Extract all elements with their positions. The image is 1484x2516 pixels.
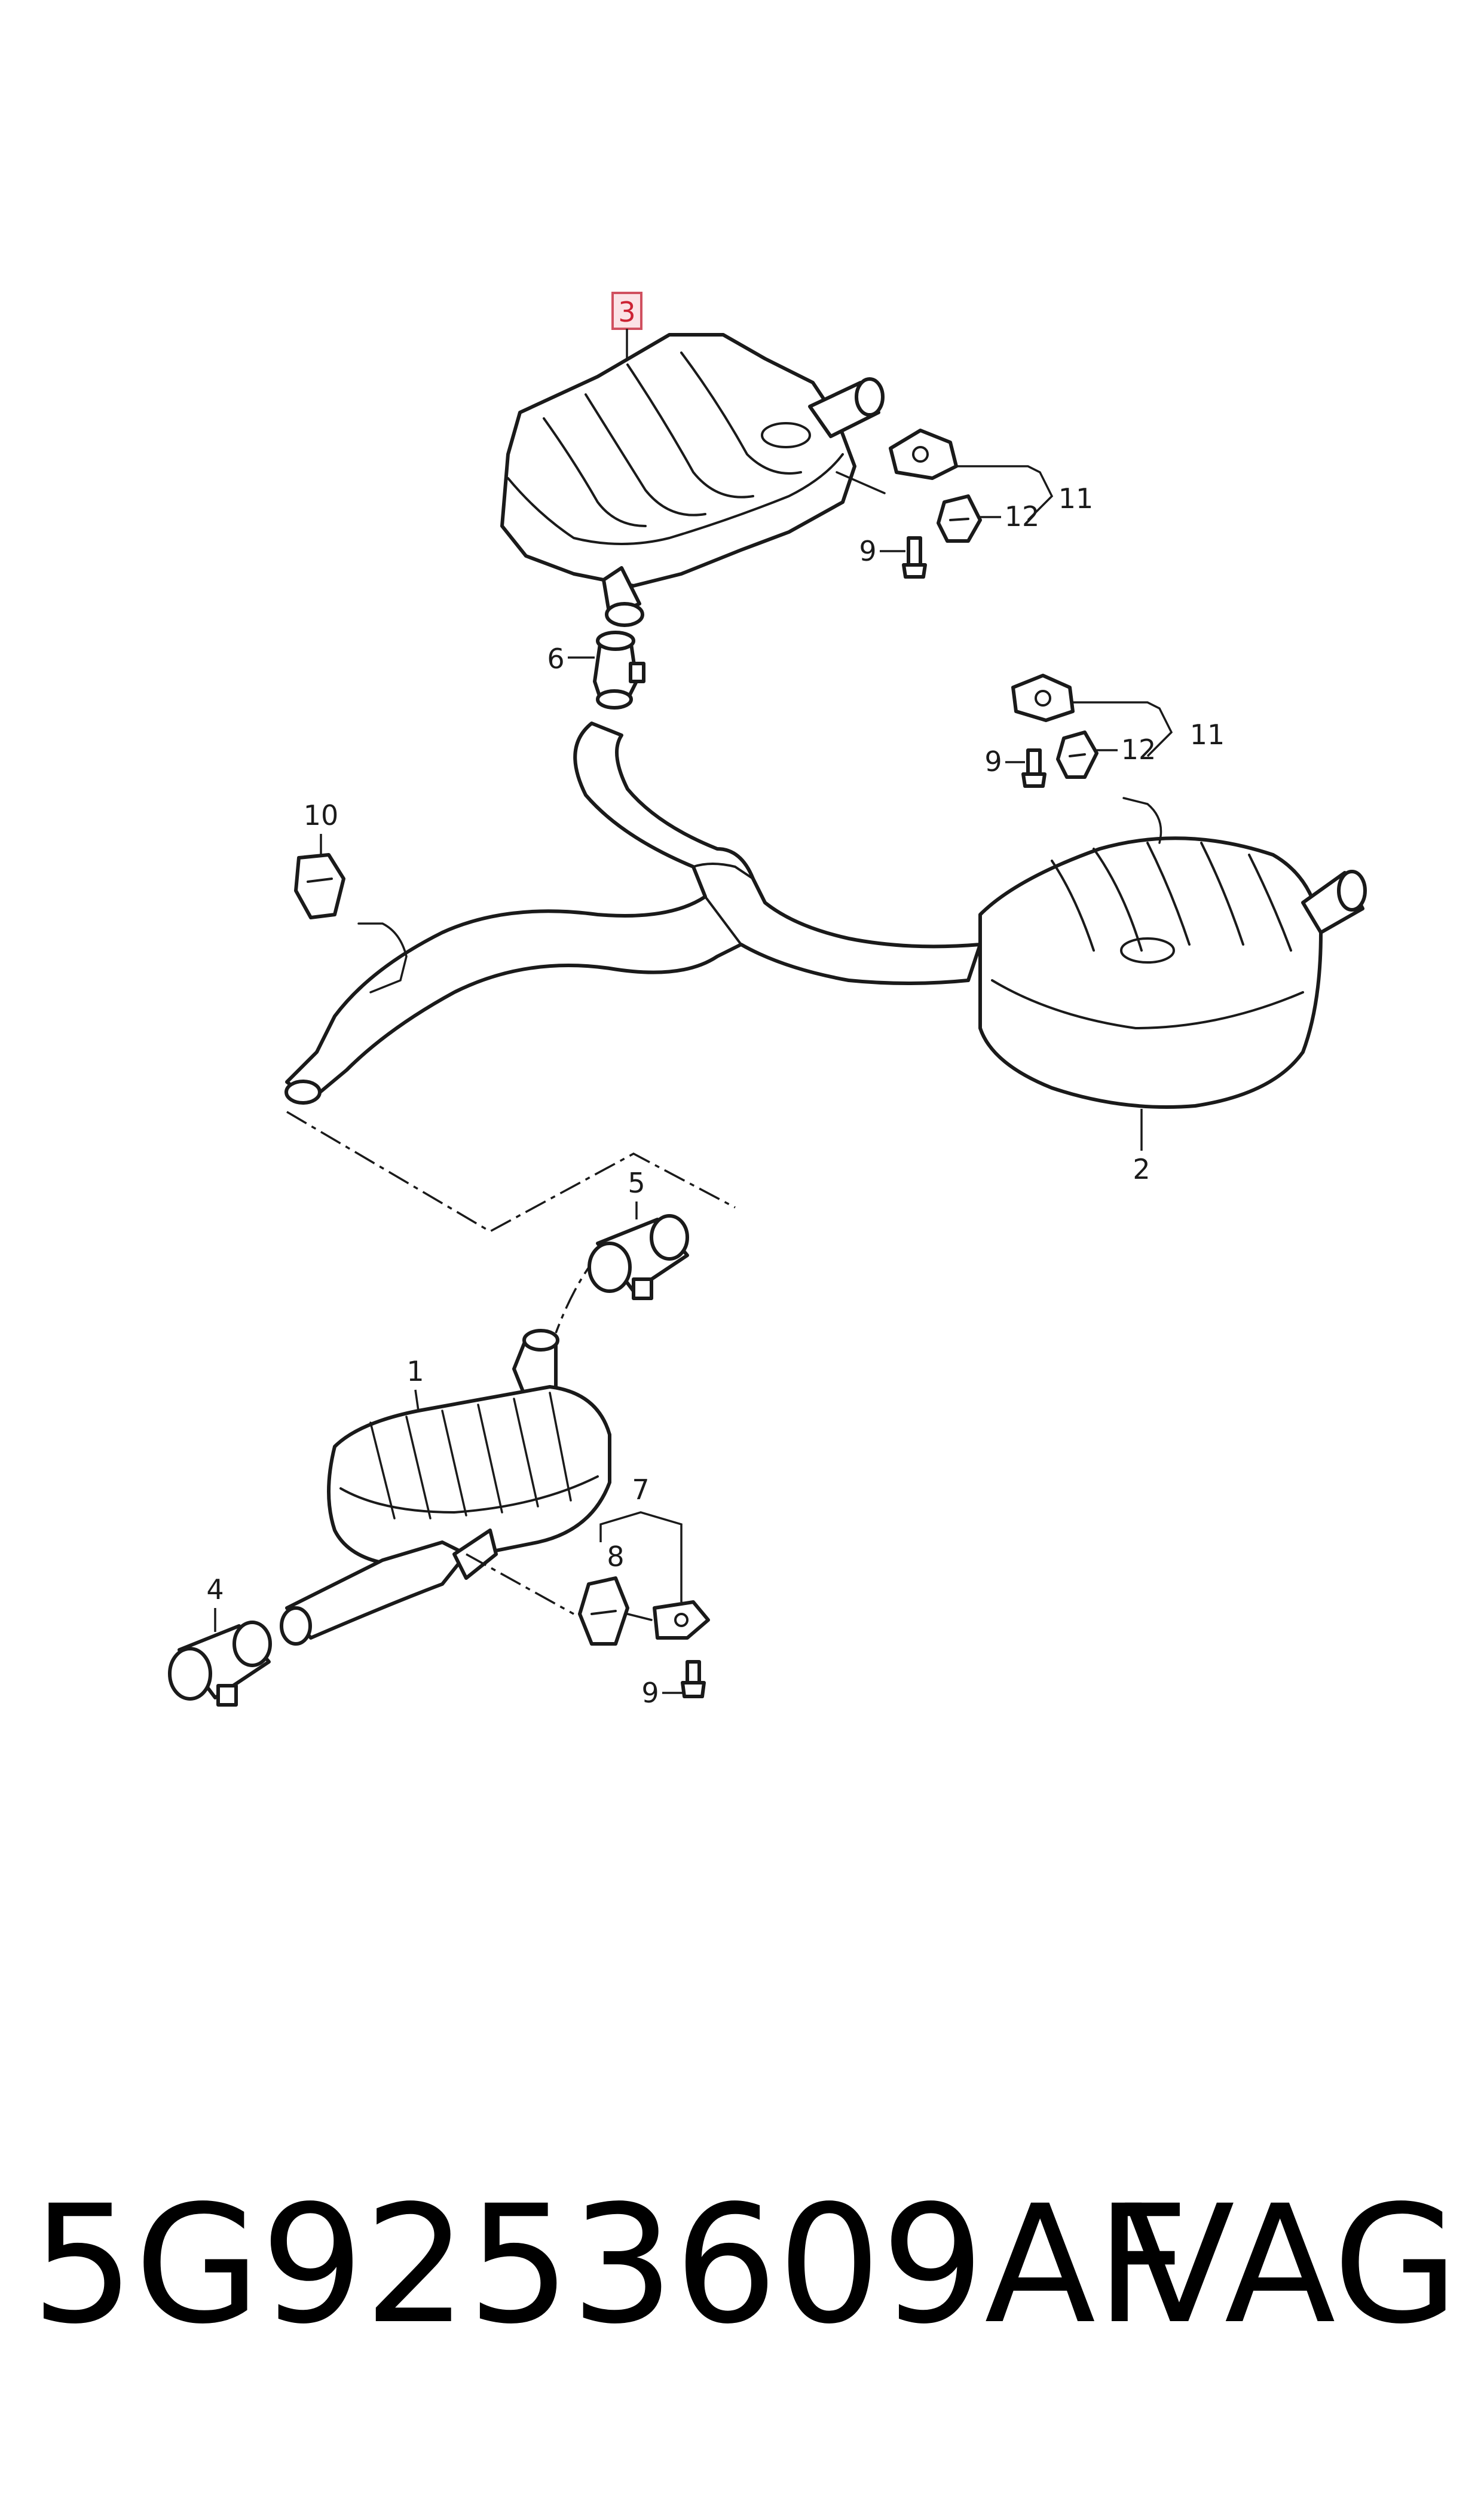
rear-silencer-left — [500, 333, 886, 627]
callouts: 3 11 12 9 6 11 12 9 10 2 5 1 7 — [206, 292, 1225, 1709]
highlight-box-3 — [611, 292, 642, 330]
callout-9-mid: 9 — [984, 745, 1002, 778]
callout-12-mid: 12 — [1121, 733, 1156, 766]
callout-11-mid: 11 — [1190, 719, 1225, 751]
pipe-clamp-6 — [593, 631, 645, 710]
callout-3: 3 — [618, 296, 635, 328]
hanger-bracket-lower — [466, 1553, 710, 1698]
callout-2: 2 — [1133, 1153, 1150, 1185]
rear-silencer-right — [284, 722, 1367, 1109]
callout-7: 7 — [632, 1473, 649, 1506]
hanger-bracket-upper — [889, 429, 982, 579]
centre-silencer — [280, 1329, 611, 1646]
pipe-clamp-4 — [168, 1621, 272, 1707]
callout-10: 10 — [304, 799, 339, 831]
callout-11-upper: 11 — [1058, 482, 1094, 515]
callout-8: 8 — [607, 1540, 624, 1573]
routing-line-1 — [286, 1111, 736, 1233]
callout-5: 5 — [628, 1167, 645, 1199]
hanger-bracket-mid — [1011, 674, 1099, 788]
callout-4: 4 — [206, 1573, 224, 1606]
callout-9-lower: 9 — [641, 1677, 659, 1709]
pipe-clamp-5 — [588, 1214, 689, 1300]
callout-6: 6 — [547, 643, 564, 675]
callout-12-upper: 12 — [1005, 500, 1040, 533]
part-number: 5G9253609AF — [31, 2171, 1189, 2360]
callout-1: 1 — [406, 1355, 424, 1387]
brand-label: VAG — [1124, 2171, 1459, 2360]
part-number-footer: 5G9253609AF VAG — [0, 2176, 1484, 2355]
callout-9-upper: 9 — [859, 535, 876, 567]
rubber-hanger-10 — [294, 853, 345, 919]
